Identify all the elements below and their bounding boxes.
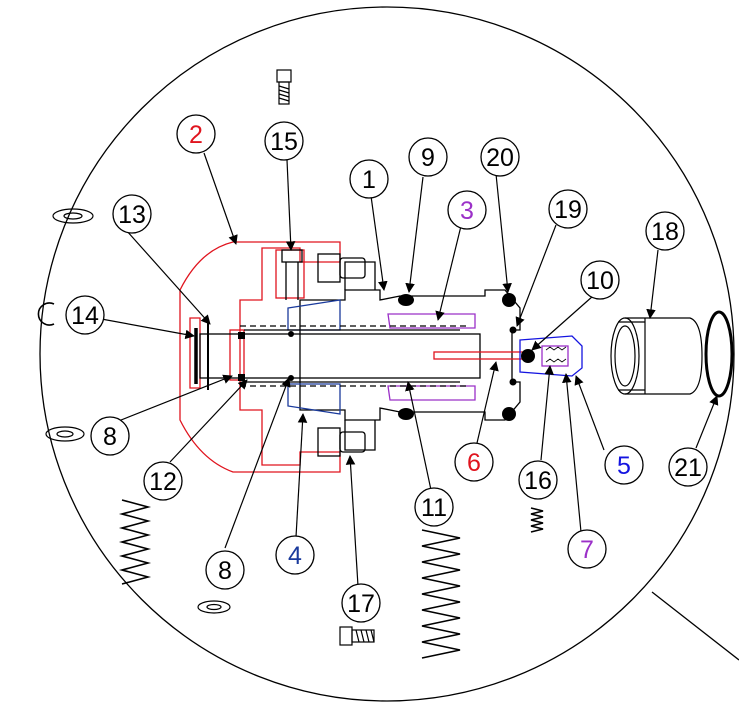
spring-16-loose [530, 507, 544, 533]
callout-label-13: 13 [118, 201, 146, 229]
seals [238, 293, 535, 421]
spring-11-loose [421, 529, 461, 659]
callout-label-9: 9 [421, 144, 435, 172]
callout-label-8a: 8 [103, 423, 117, 451]
callout-label-8b: 8 [218, 557, 232, 585]
loose-parts [37, 69, 734, 659]
callout-label-14: 14 [71, 302, 99, 330]
seal-12-bottom [238, 374, 245, 381]
o-ring-20-bottom [502, 407, 516, 421]
insert-part-7 [541, 345, 569, 367]
housing-part-2 [179, 241, 341, 473]
callout-label-15: 15 [270, 128, 298, 156]
body-mount-top [344, 261, 376, 290]
leader-lines [84, 152, 719, 587]
callout-circle-19 [548, 189, 588, 229]
callout-circle-6 [454, 442, 494, 482]
callout-circle-2 [176, 114, 216, 154]
callout-label-1: 1 [362, 166, 376, 194]
cap-part-5 [519, 335, 583, 377]
callout-circle-15 [264, 121, 304, 161]
callout-circle-3 [447, 190, 487, 230]
callout-label-7: 7 [580, 536, 594, 564]
callout-label-3: 3 [460, 197, 474, 225]
callout-label-6: 6 [467, 449, 481, 477]
callout-circle-12 [143, 461, 183, 501]
callout-label-2: 2 [189, 121, 203, 149]
ball-10 [521, 349, 535, 363]
detail-leader-line [651, 591, 739, 661]
o-ring-19-bottom [509, 378, 517, 386]
callout-circle-4 [275, 535, 315, 575]
washer-13-loose [52, 208, 94, 224]
o-ring-20-top [502, 293, 516, 307]
washer-8-loose-a [45, 426, 85, 442]
callout-circle-17 [341, 583, 381, 623]
callout-label-16: 16 [524, 467, 552, 495]
callout-circle-20 [480, 137, 520, 177]
callout-label-21: 21 [674, 454, 702, 482]
callout-circle-14 [65, 295, 105, 335]
callout-label-5: 5 [617, 452, 631, 480]
callout-label-11: 11 [421, 494, 447, 522]
fitting-top [317, 253, 341, 283]
piston-part-3-top [387, 313, 476, 329]
callout-circle-8a [90, 416, 130, 456]
callout-circle-8b [205, 550, 245, 590]
callout-circle-21 [668, 447, 708, 487]
callout-circle-11 [414, 487, 454, 527]
o-ring-19-top [509, 326, 517, 334]
screw-17-loose [339, 626, 375, 646]
callout-circle-16 [518, 460, 558, 500]
bearing-part-4-bottom [287, 383, 341, 415]
callout-label-17: 17 [347, 590, 375, 618]
snap-ring-14-loose [37, 302, 55, 326]
callout-label-20: 20 [486, 144, 514, 172]
o-ring-21 [704, 310, 734, 398]
callout-label-19: 19 [554, 196, 582, 224]
callout-circle-9 [408, 137, 448, 177]
callout-circle-5 [604, 445, 644, 485]
screw-15-head [281, 249, 303, 263]
piston-part-3-bottom [387, 385, 476, 401]
housing-bore [229, 329, 245, 381]
o-ring-9-top [398, 294, 414, 306]
callout-circle-13 [112, 194, 152, 234]
cup-18 [610, 317, 703, 395]
seal-12-top [238, 332, 245, 339]
detail-boundary-circle [39, 6, 735, 702]
callout-label-12: 12 [149, 468, 177, 496]
screw-15-loose [276, 69, 292, 105]
callout-label-4: 4 [288, 542, 302, 570]
o-ring-9-bottom [398, 408, 414, 420]
callout-label-18: 18 [651, 218, 679, 246]
washer-8-loose-b [197, 600, 231, 614]
housing-inner-lip [189, 317, 201, 389]
callout-circle-10 [580, 260, 620, 300]
callout-circle-18 [645, 211, 685, 251]
callout-circle-7 [567, 529, 607, 569]
callout-label-10: 10 [586, 267, 614, 295]
shaft [199, 333, 481, 379]
spring-left [118, 499, 152, 585]
body-mount-bottom [344, 420, 376, 451]
callout-circle-1 [349, 159, 389, 199]
